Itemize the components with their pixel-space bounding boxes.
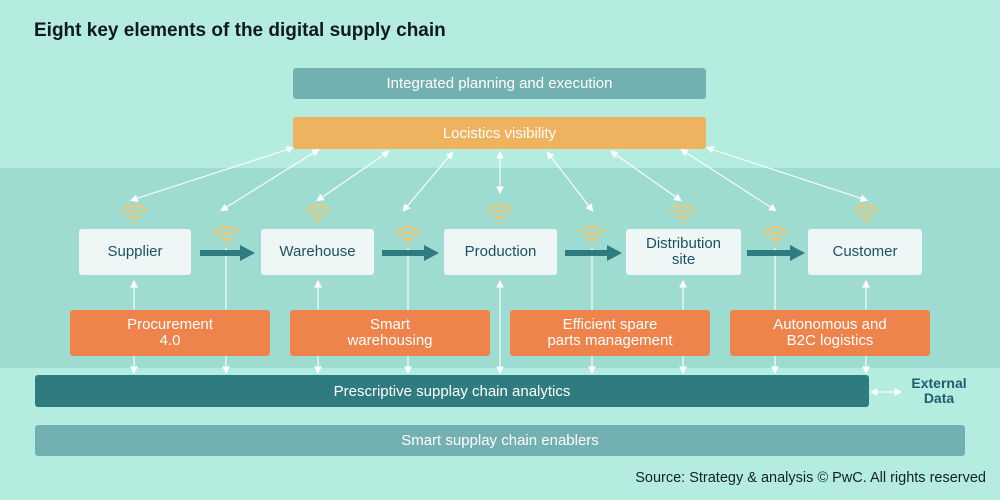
enablers-label: Smart supplay chain enablers [401,432,599,449]
node-label: Supplier [107,243,163,260]
node-customer: Customer [808,229,922,275]
capability-label: Autonomous and [773,316,887,333]
wifi-signal-icon [304,203,332,224]
node-production: Production [444,229,557,275]
wifi-signal-icon [394,225,422,246]
capability-spare-parts: Efficient spare parts management [510,310,710,356]
enablers-bar: Smart supplay chain enablers [35,425,965,456]
node-warehouse: Warehouse [261,229,374,275]
external-data-line1: External [911,375,967,391]
flow-arrow-icon [747,245,805,261]
integrated-planning-bar: Integrated planning and execution [293,68,706,99]
node-label: Distribution [645,235,722,252]
capability-label: Smart [369,316,410,333]
node-label-line2: site [671,251,696,268]
external-data-line2: Data [923,390,955,406]
flow-arrows [200,245,805,261]
wifi-signal-icon [669,203,697,224]
external-data-label: External Data [904,376,974,406]
capability-label-line2: parts management [547,332,673,349]
flow-arrow-icon [200,245,255,261]
capability-autonomous-logistics: Autonomous and B2C logistics [730,310,930,356]
analytics-label: Prescriptive supplay chain analytics [333,382,571,400]
integrated-planning-label: Integrated planning and execution [386,75,613,92]
capability-label: Efficient spare [562,316,658,333]
node-label: Warehouse [279,243,356,260]
logistics-visibility-label: Locistics visibility [442,124,557,142]
visibility-link-7 [610,150,682,202]
analytics-bar: Prescriptive supplay chain analytics [35,375,869,407]
visibility-link-6 [546,151,594,212]
wifi-signal-icon [761,225,789,246]
capability-label-line2: warehousing [347,332,433,349]
flow-arrow-icon [565,245,622,261]
wifi-signal-icon [578,225,606,246]
visibility-link-2 [220,148,320,212]
wifi-signal-icon [120,203,148,224]
capability-label-line2: B2C logistics [786,332,874,349]
wifi-signal-icon [486,203,514,224]
capability-label: Procurement [127,316,213,333]
node-label: Production [464,243,537,260]
flow-arrow-icon [382,245,439,261]
logistics-visibility-bar: Locistics visibility [293,117,706,149]
visibility-link-8 [680,148,777,212]
capability-smart-warehousing: Smart warehousing [290,310,490,356]
wifi-signal-icon [852,203,880,224]
wifi-signal-icon [212,225,240,246]
visibility-link-9 [705,146,869,202]
diagram-title: Eight key elements of the digital supply… [34,20,446,41]
node-label: Customer [832,243,898,260]
node-supplier: Supplier [79,229,191,275]
capability-procurement: Procurement 4.0 [70,310,270,356]
capability-label-line2: 4.0 [159,332,181,349]
visibility-link-3 [316,150,390,202]
visibility-link-1 [129,146,295,202]
visibility-link-4 [402,151,454,212]
source-credit: Source: Strategy & analysis © PwC. All r… [635,470,986,486]
